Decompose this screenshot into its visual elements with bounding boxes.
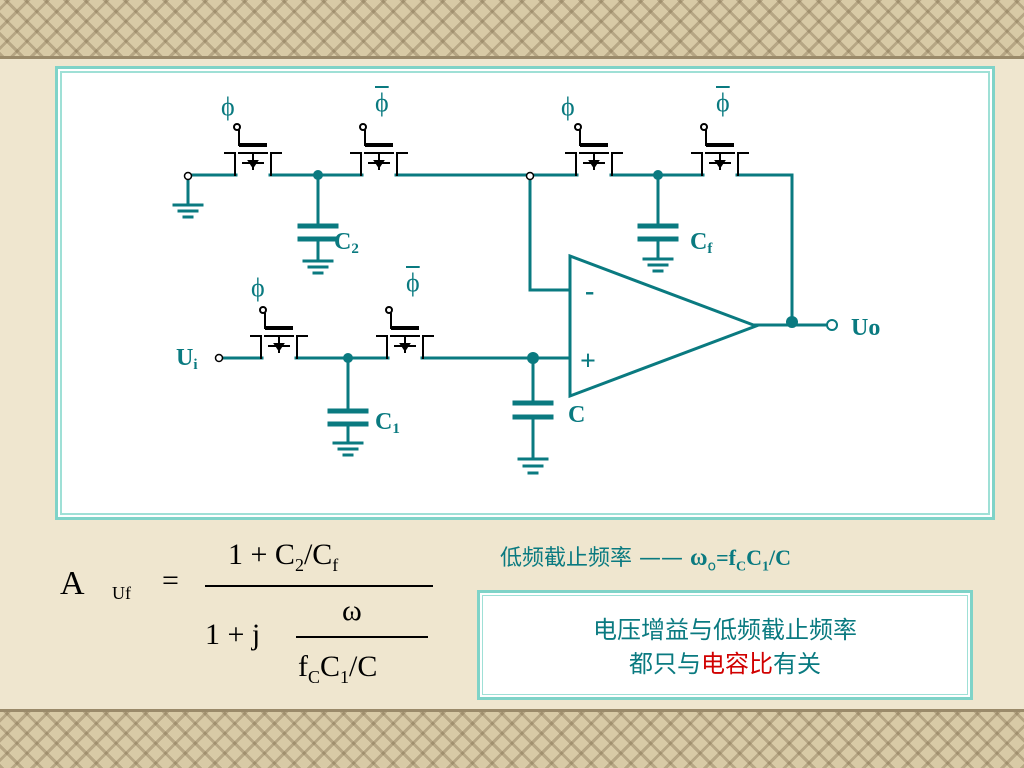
note-highlight: 电容比 bbox=[701, 650, 773, 678]
c2-label: C2 bbox=[334, 229, 359, 257]
note-line-2: 都只与电容比有关 bbox=[629, 650, 821, 678]
phi-label-1: ϕ bbox=[221, 92, 235, 121]
phi-bar-label-3: ϕ bbox=[406, 268, 420, 297]
cf-label: Cf bbox=[690, 229, 713, 257]
cutoff-frequency-text: 低频截止频率 —— ωo=fCC1/C bbox=[500, 545, 792, 575]
formula-lhs-sub: Uf bbox=[112, 583, 131, 603]
formula-den-lead: 1 + j bbox=[205, 618, 261, 651]
border-line-top bbox=[0, 56, 1024, 59]
uo-label: Uo bbox=[851, 315, 881, 341]
opamp-minus-label: - bbox=[585, 276, 595, 307]
c1-label: C1 bbox=[375, 409, 400, 437]
ui-label: Ui bbox=[176, 345, 198, 373]
decorative-border-top bbox=[0, 0, 1024, 56]
border-line-bottom bbox=[0, 709, 1024, 712]
circuit-panel bbox=[55, 66, 995, 520]
formula-eq: = bbox=[162, 564, 179, 597]
conclusion-note-box: 电压增益与低频截止频率 都只与电容比有关 bbox=[477, 590, 973, 700]
mos-switch-1 bbox=[224, 123, 282, 176]
formula-numerator: 1 + C2/Cf bbox=[228, 538, 339, 575]
c-label: C bbox=[568, 402, 586, 428]
formula-den-bottom: fCC1/C bbox=[298, 650, 378, 687]
mos-switch-3 bbox=[565, 123, 623, 176]
decorative-border-bottom bbox=[0, 712, 1024, 768]
phi-label-3: ϕ bbox=[251, 273, 265, 302]
phi-label-2: ϕ bbox=[561, 92, 575, 121]
phi-bar-label-1: ϕ bbox=[375, 88, 389, 117]
opamp-plus-label: + bbox=[580, 346, 596, 377]
phi-bar-label-2: ϕ bbox=[716, 88, 730, 117]
mos-switch-2 bbox=[350, 123, 408, 176]
mos-switch-5 bbox=[250, 306, 308, 359]
formula-main-fraction-bar bbox=[205, 585, 433, 587]
mos-switch-4 bbox=[691, 123, 749, 176]
formula-lhs: A bbox=[60, 565, 85, 602]
mos-switch-6 bbox=[376, 306, 434, 359]
formula-den-omega: ω bbox=[342, 594, 362, 627]
note-line-1: 电压增益与低频截止频率 bbox=[593, 616, 857, 644]
formula-inner-fraction-bar bbox=[296, 636, 428, 638]
